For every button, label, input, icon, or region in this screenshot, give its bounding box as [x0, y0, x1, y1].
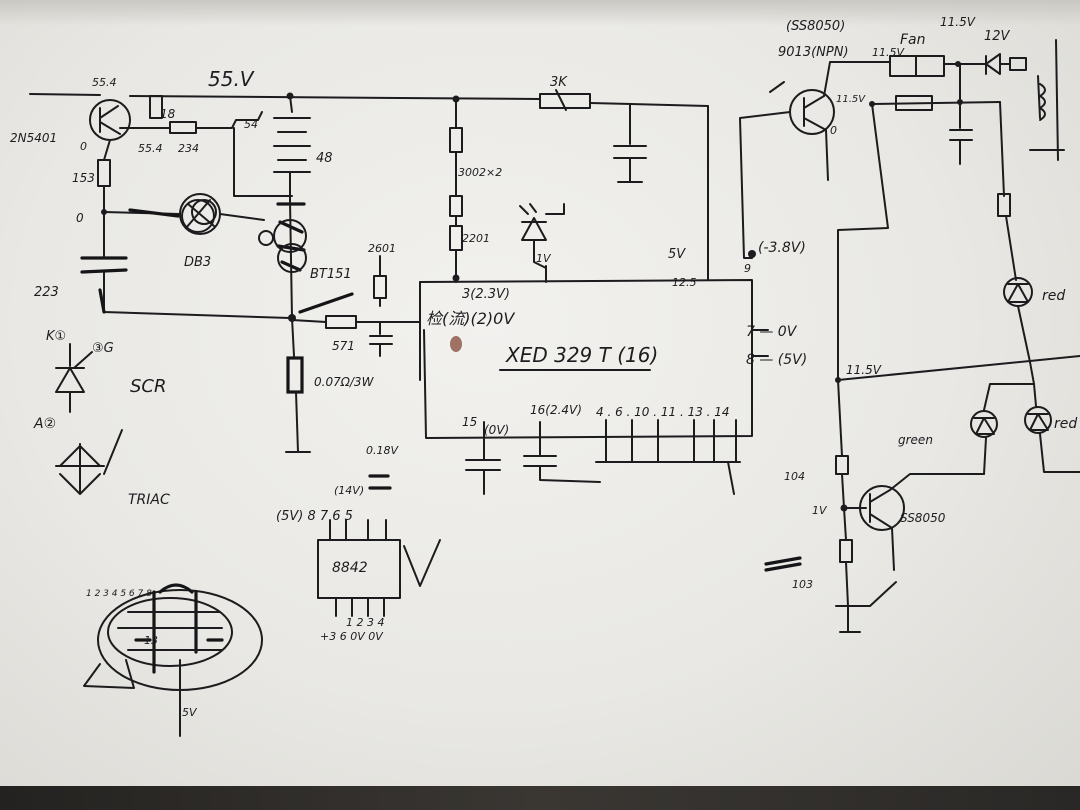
- label-pinnums: 1 2 3 4 5 6 7 8: [86, 589, 152, 599]
- label-2n5401: 2N5401: [10, 131, 57, 145]
- label-48: 48: [316, 151, 333, 166]
- paper-shadow: [0, 0, 1080, 26]
- label-8842-volts: +3 6 0V 0V: [320, 630, 384, 643]
- label-55-4-top: 55.4: [92, 76, 117, 89]
- label-ss8050-b: SS8050: [900, 511, 946, 525]
- label-12-5: 12.5: [672, 276, 697, 289]
- scr-symbol: [55, 343, 93, 413]
- transistor-9013: [739, 61, 891, 259]
- label-zero-a: 0: [80, 140, 87, 153]
- resistor-chain: [449, 98, 463, 282]
- label-red-b: red: [1054, 416, 1077, 432]
- resistor-18: [119, 95, 263, 134]
- label-green: green: [898, 433, 933, 447]
- label-14v: (14V): [334, 484, 364, 497]
- label-54: 54: [244, 118, 258, 131]
- label-scr-k: K①: [46, 329, 66, 344]
- ic-8842: [317, 474, 441, 617]
- label-red-a: red: [1042, 288, 1065, 304]
- led-red-bottom: [1024, 383, 1080, 473]
- label-zero-c: 0: [830, 124, 837, 137]
- label-3k: 3K: [550, 75, 568, 90]
- label-pin15-v: (0V): [484, 423, 509, 437]
- label-223: 223: [34, 285, 59, 300]
- label-r18: 18: [160, 107, 176, 121]
- label-5v-b: 5V: [182, 706, 198, 719]
- label-5v-a: 5V: [668, 247, 686, 262]
- label-8842-bot: 1 2 3 4: [346, 616, 384, 629]
- label-ic-name: XED 329 T (16): [505, 343, 658, 367]
- resistor-3k: [539, 89, 647, 183]
- led-green: [970, 383, 1035, 475]
- led-indicator: [519, 203, 565, 279]
- label-8842: 8842: [332, 560, 368, 576]
- label-fan: Fan: [900, 32, 926, 48]
- label-pin3: 3(2.3V): [462, 287, 510, 302]
- label-pin15: 15: [462, 415, 477, 429]
- ic-xed329t: [419, 105, 769, 439]
- resistor-0-07: [285, 317, 311, 453]
- label-ss8050: (SS8050): [786, 19, 845, 34]
- coil: [1029, 39, 1065, 161]
- label-0-07: 0.07Ω/3W: [314, 375, 375, 389]
- label-2601: 2601: [368, 242, 396, 255]
- label-rail-55v: 55.V: [208, 67, 255, 91]
- label-11-5-b: 11.5V: [940, 15, 976, 29]
- label-9013: 9013(NPN): [778, 45, 849, 60]
- transistor-2n5401: [89, 99, 131, 161]
- desk-edge: [0, 786, 1080, 810]
- resistor-571: [291, 292, 421, 329]
- label-scr-g: ③G: [92, 341, 114, 356]
- transistor-ss8050-bottom: [835, 379, 985, 633]
- label-triac: TRIAC: [128, 492, 170, 508]
- resistor-153: [97, 159, 111, 251]
- capacitor-223: [80, 249, 291, 319]
- label-234: 234: [178, 142, 199, 155]
- label-pin8: 8 — (5V): [746, 352, 807, 368]
- label-inspect: 检(流)(2)0V: [426, 309, 515, 328]
- label-led-1v: 1V: [536, 252, 552, 265]
- label-1v-b: 1V: [812, 504, 828, 517]
- label-db3: DB3: [184, 255, 211, 270]
- chip-scribble: [83, 583, 263, 737]
- label-scr: SCR: [130, 376, 167, 397]
- label-pin7: 7 — 0V: [746, 324, 798, 340]
- label-571: 571: [332, 339, 355, 353]
- label-104: 104: [784, 470, 805, 483]
- label-scr-a: A②: [33, 416, 56, 432]
- label-11-5-d: 11.5V: [846, 363, 882, 377]
- label-12v: 12V: [984, 29, 1011, 44]
- rail-55v: [29, 92, 709, 113]
- triac-symbol: [55, 429, 123, 495]
- label-pins-row: 4 . 6 . 10 . 11 . 13 . 14: [596, 405, 730, 419]
- led-red-top: [1003, 277, 1033, 363]
- label-11-5-c: 11.5V: [836, 94, 866, 105]
- label-chip-13: 13: [144, 634, 158, 647]
- capacitor-small: [369, 321, 393, 357]
- label-bt151: BT151: [310, 267, 352, 282]
- label-55-4-bottom: 55.4: [138, 142, 163, 155]
- label-153: 153: [72, 171, 95, 185]
- label-8842-top: (5V) 8 7 6 5: [276, 509, 353, 524]
- ink-stain: [450, 336, 462, 352]
- label-103: 103: [792, 578, 813, 591]
- scr-bt151: [258, 199, 307, 322]
- battery-48: [233, 117, 311, 201]
- label-11-5-a: 11.5V: [872, 46, 905, 59]
- label-pin16: 16(2.4V): [530, 403, 582, 417]
- label-zero-b: 0: [76, 211, 84, 225]
- ic-bottom-pins: [465, 419, 741, 495]
- resistor-2601: [373, 255, 387, 307]
- label-2201: 2201: [462, 232, 490, 245]
- label-0-18v: 0.18V: [366, 444, 399, 457]
- right-components: [837, 63, 1017, 381]
- label-3002x2: 3002×2: [458, 166, 502, 179]
- label-neg-3-8: (-3.8V): [758, 240, 806, 256]
- diac-db3: [103, 193, 265, 235]
- capacitor-103: [764, 556, 802, 572]
- label-pin9: 9: [744, 262, 751, 275]
- fan-connector: [889, 53, 1027, 77]
